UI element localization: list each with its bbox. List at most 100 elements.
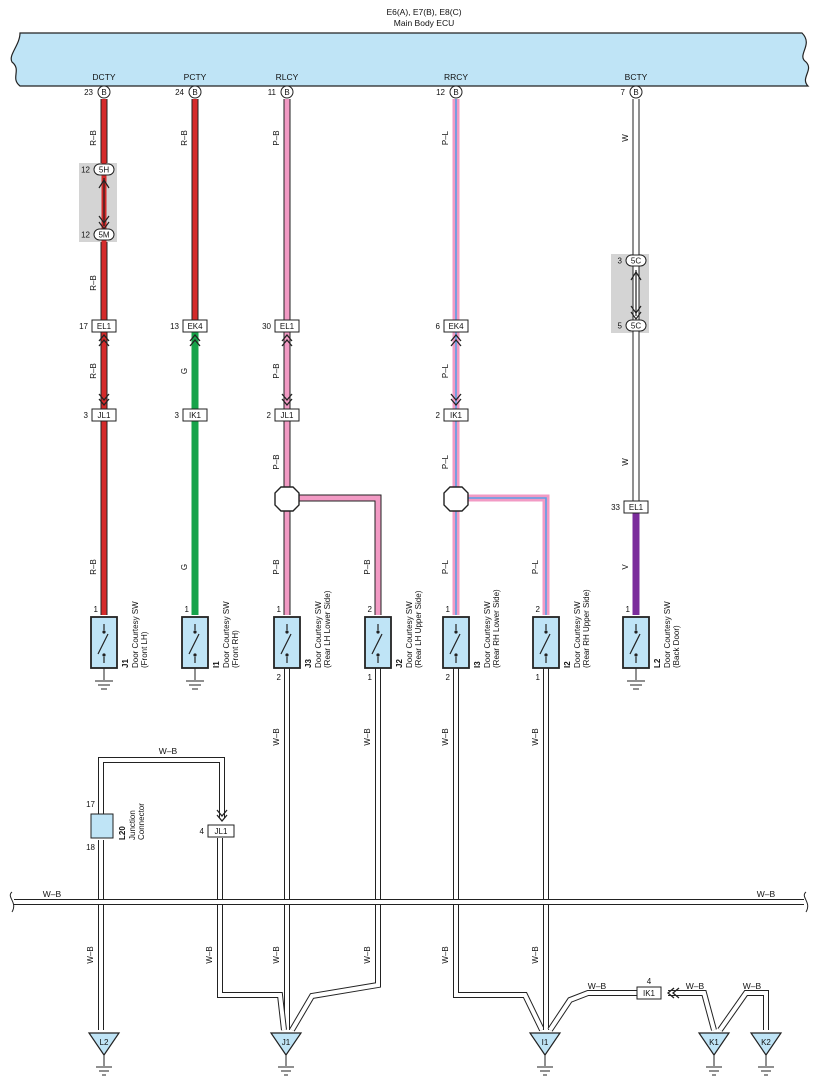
terminal-bcty: BCTY bbox=[625, 72, 648, 82]
bus-right-end bbox=[803, 891, 809, 913]
svg-text:J1: J1 bbox=[282, 1038, 291, 1047]
terminal-dcty: DCTY bbox=[92, 72, 115, 82]
switch-j3: 1 2 J3 Door Courtesy SW (Rear LH Lower S… bbox=[273, 590, 332, 682]
svg-text:EL1: EL1 bbox=[97, 322, 112, 331]
ecu-name: Main Body ECU bbox=[394, 18, 454, 28]
svg-text:G: G bbox=[180, 368, 189, 374]
svg-text:4: 4 bbox=[200, 827, 205, 836]
svg-text:12: 12 bbox=[436, 88, 445, 97]
svg-text:1: 1 bbox=[536, 673, 541, 682]
svg-text:5H: 5H bbox=[99, 166, 109, 175]
svg-text:W–B: W–B bbox=[205, 946, 214, 963]
svg-text:W–B: W–B bbox=[363, 946, 372, 963]
wires bbox=[14, 99, 804, 1032]
svg-text:J3: J3 bbox=[304, 659, 313, 668]
svg-text:5C: 5C bbox=[631, 322, 641, 331]
svg-text:11: 11 bbox=[268, 88, 277, 97]
svg-text:1: 1 bbox=[185, 605, 190, 614]
terminal-pcty: PCTY bbox=[184, 72, 207, 82]
svg-text:IK1: IK1 bbox=[643, 989, 656, 998]
svg-text:17: 17 bbox=[86, 800, 95, 809]
svg-text:5: 5 bbox=[618, 322, 623, 331]
svg-text:W–B: W–B bbox=[86, 946, 95, 963]
terminal-rlcy: RLCY bbox=[276, 72, 299, 82]
svg-text:W–B: W–B bbox=[441, 728, 450, 745]
svg-text:IK1: IK1 bbox=[189, 411, 202, 420]
svg-text:G: G bbox=[180, 564, 189, 570]
svg-text:1: 1 bbox=[277, 605, 282, 614]
svg-text:P–L: P–L bbox=[441, 130, 450, 145]
svg-text:2: 2 bbox=[446, 673, 451, 682]
svg-text:W–B: W–B bbox=[363, 728, 372, 745]
svg-text:W–B: W–B bbox=[272, 946, 281, 963]
svg-text:1: 1 bbox=[626, 605, 631, 614]
ground-k2: K2 bbox=[749, 1032, 783, 1076]
svg-text:(Rear RH Upper Side): (Rear RH Upper Side) bbox=[582, 589, 591, 668]
svg-text:L20: L20 bbox=[118, 826, 127, 840]
grey-box-5h-5m: 5H 12 5M 12 bbox=[79, 163, 117, 242]
switch-j2: 2 1 J2 Door Courtesy SW (Rear LH Upper S… bbox=[364, 590, 423, 682]
ecu-body bbox=[10, 32, 810, 87]
svg-text:(Rear RH Lower Side): (Rear RH Lower Side) bbox=[492, 589, 501, 668]
svg-text:I2: I2 bbox=[563, 661, 572, 668]
svg-text:(Rear LH Lower Side): (Rear LH Lower Side) bbox=[323, 590, 332, 668]
svg-text:W–B: W–B bbox=[686, 981, 705, 991]
svg-text:3: 3 bbox=[84, 411, 89, 420]
svg-text:W–B: W–B bbox=[272, 728, 281, 745]
svg-text:2: 2 bbox=[267, 411, 272, 420]
svg-text:3: 3 bbox=[175, 411, 180, 420]
svg-text:L2: L2 bbox=[653, 658, 662, 668]
svg-text:5C: 5C bbox=[631, 257, 641, 266]
svg-text:V: V bbox=[621, 564, 630, 570]
ground-l2: L2 bbox=[87, 1032, 121, 1076]
svg-text:EL1: EL1 bbox=[280, 322, 295, 331]
svg-text:17: 17 bbox=[79, 322, 88, 331]
svg-text:JL1: JL1 bbox=[281, 411, 294, 420]
svg-text:1: 1 bbox=[368, 673, 373, 682]
switch-i2: 2 1 I2 Door Courtesy SW (Rear RH Upper S… bbox=[532, 589, 591, 682]
inline-connectors: EL1 17 EK4 13 EL1 30 EK4 6 JL1 3 IK1 3 J… bbox=[79, 319, 662, 1000]
svg-text:P–B: P–B bbox=[272, 363, 281, 378]
svg-text:W–B: W–B bbox=[531, 728, 540, 745]
svg-text:Connector: Connector bbox=[137, 803, 146, 840]
svg-text:23: 23 bbox=[84, 88, 93, 97]
splice-rrcy bbox=[443, 486, 469, 512]
svg-text:P–L: P–L bbox=[441, 454, 450, 469]
ground-i1: I1 bbox=[528, 1032, 562, 1076]
svg-text:I1: I1 bbox=[542, 1038, 549, 1047]
svg-text:J2: J2 bbox=[395, 659, 404, 668]
svg-text:W–B: W–B bbox=[531, 946, 540, 963]
svg-text:JL1: JL1 bbox=[98, 411, 111, 420]
svg-text:I3: I3 bbox=[473, 661, 482, 668]
svg-text:30: 30 bbox=[262, 322, 271, 331]
svg-text:EK4: EK4 bbox=[448, 322, 464, 331]
switch-j1: 1 J1 Door Courtesy SW (Front LH) bbox=[90, 601, 149, 690]
svg-text:12: 12 bbox=[81, 166, 90, 175]
svg-text:P–L: P–L bbox=[441, 559, 450, 574]
ground-j1: J1 bbox=[269, 1032, 303, 1076]
connector-arrows bbox=[98, 333, 680, 999]
svg-text:7: 7 bbox=[621, 88, 626, 97]
svg-text:P–B: P–B bbox=[363, 559, 372, 574]
svg-text:B: B bbox=[192, 88, 197, 97]
svg-text:P–L: P–L bbox=[531, 559, 540, 574]
svg-text:Door Courtesy SW: Door Courtesy SW bbox=[483, 601, 492, 668]
svg-text:2: 2 bbox=[368, 605, 373, 614]
svg-text:B: B bbox=[633, 88, 638, 97]
svg-text:I1: I1 bbox=[212, 661, 221, 668]
svg-text:Junction: Junction bbox=[128, 810, 137, 840]
ecu-connectors-label: E6(A), E7(B), E8(C) bbox=[386, 7, 461, 17]
svg-text:W–B: W–B bbox=[588, 981, 607, 991]
svg-text:W–B: W–B bbox=[441, 946, 450, 963]
splice-rlcy bbox=[274, 486, 300, 512]
svg-text:W–B: W–B bbox=[743, 981, 762, 991]
svg-text:Door Courtesy SW: Door Courtesy SW bbox=[405, 601, 414, 668]
svg-text:6: 6 bbox=[436, 322, 441, 331]
svg-text:18: 18 bbox=[86, 843, 95, 852]
svg-text:2: 2 bbox=[436, 411, 441, 420]
svg-text:B: B bbox=[453, 88, 458, 97]
grey-box-5c: 5C 3 5C 5 bbox=[611, 254, 649, 333]
svg-text:IK1: IK1 bbox=[450, 411, 463, 420]
svg-text:W: W bbox=[621, 134, 630, 142]
